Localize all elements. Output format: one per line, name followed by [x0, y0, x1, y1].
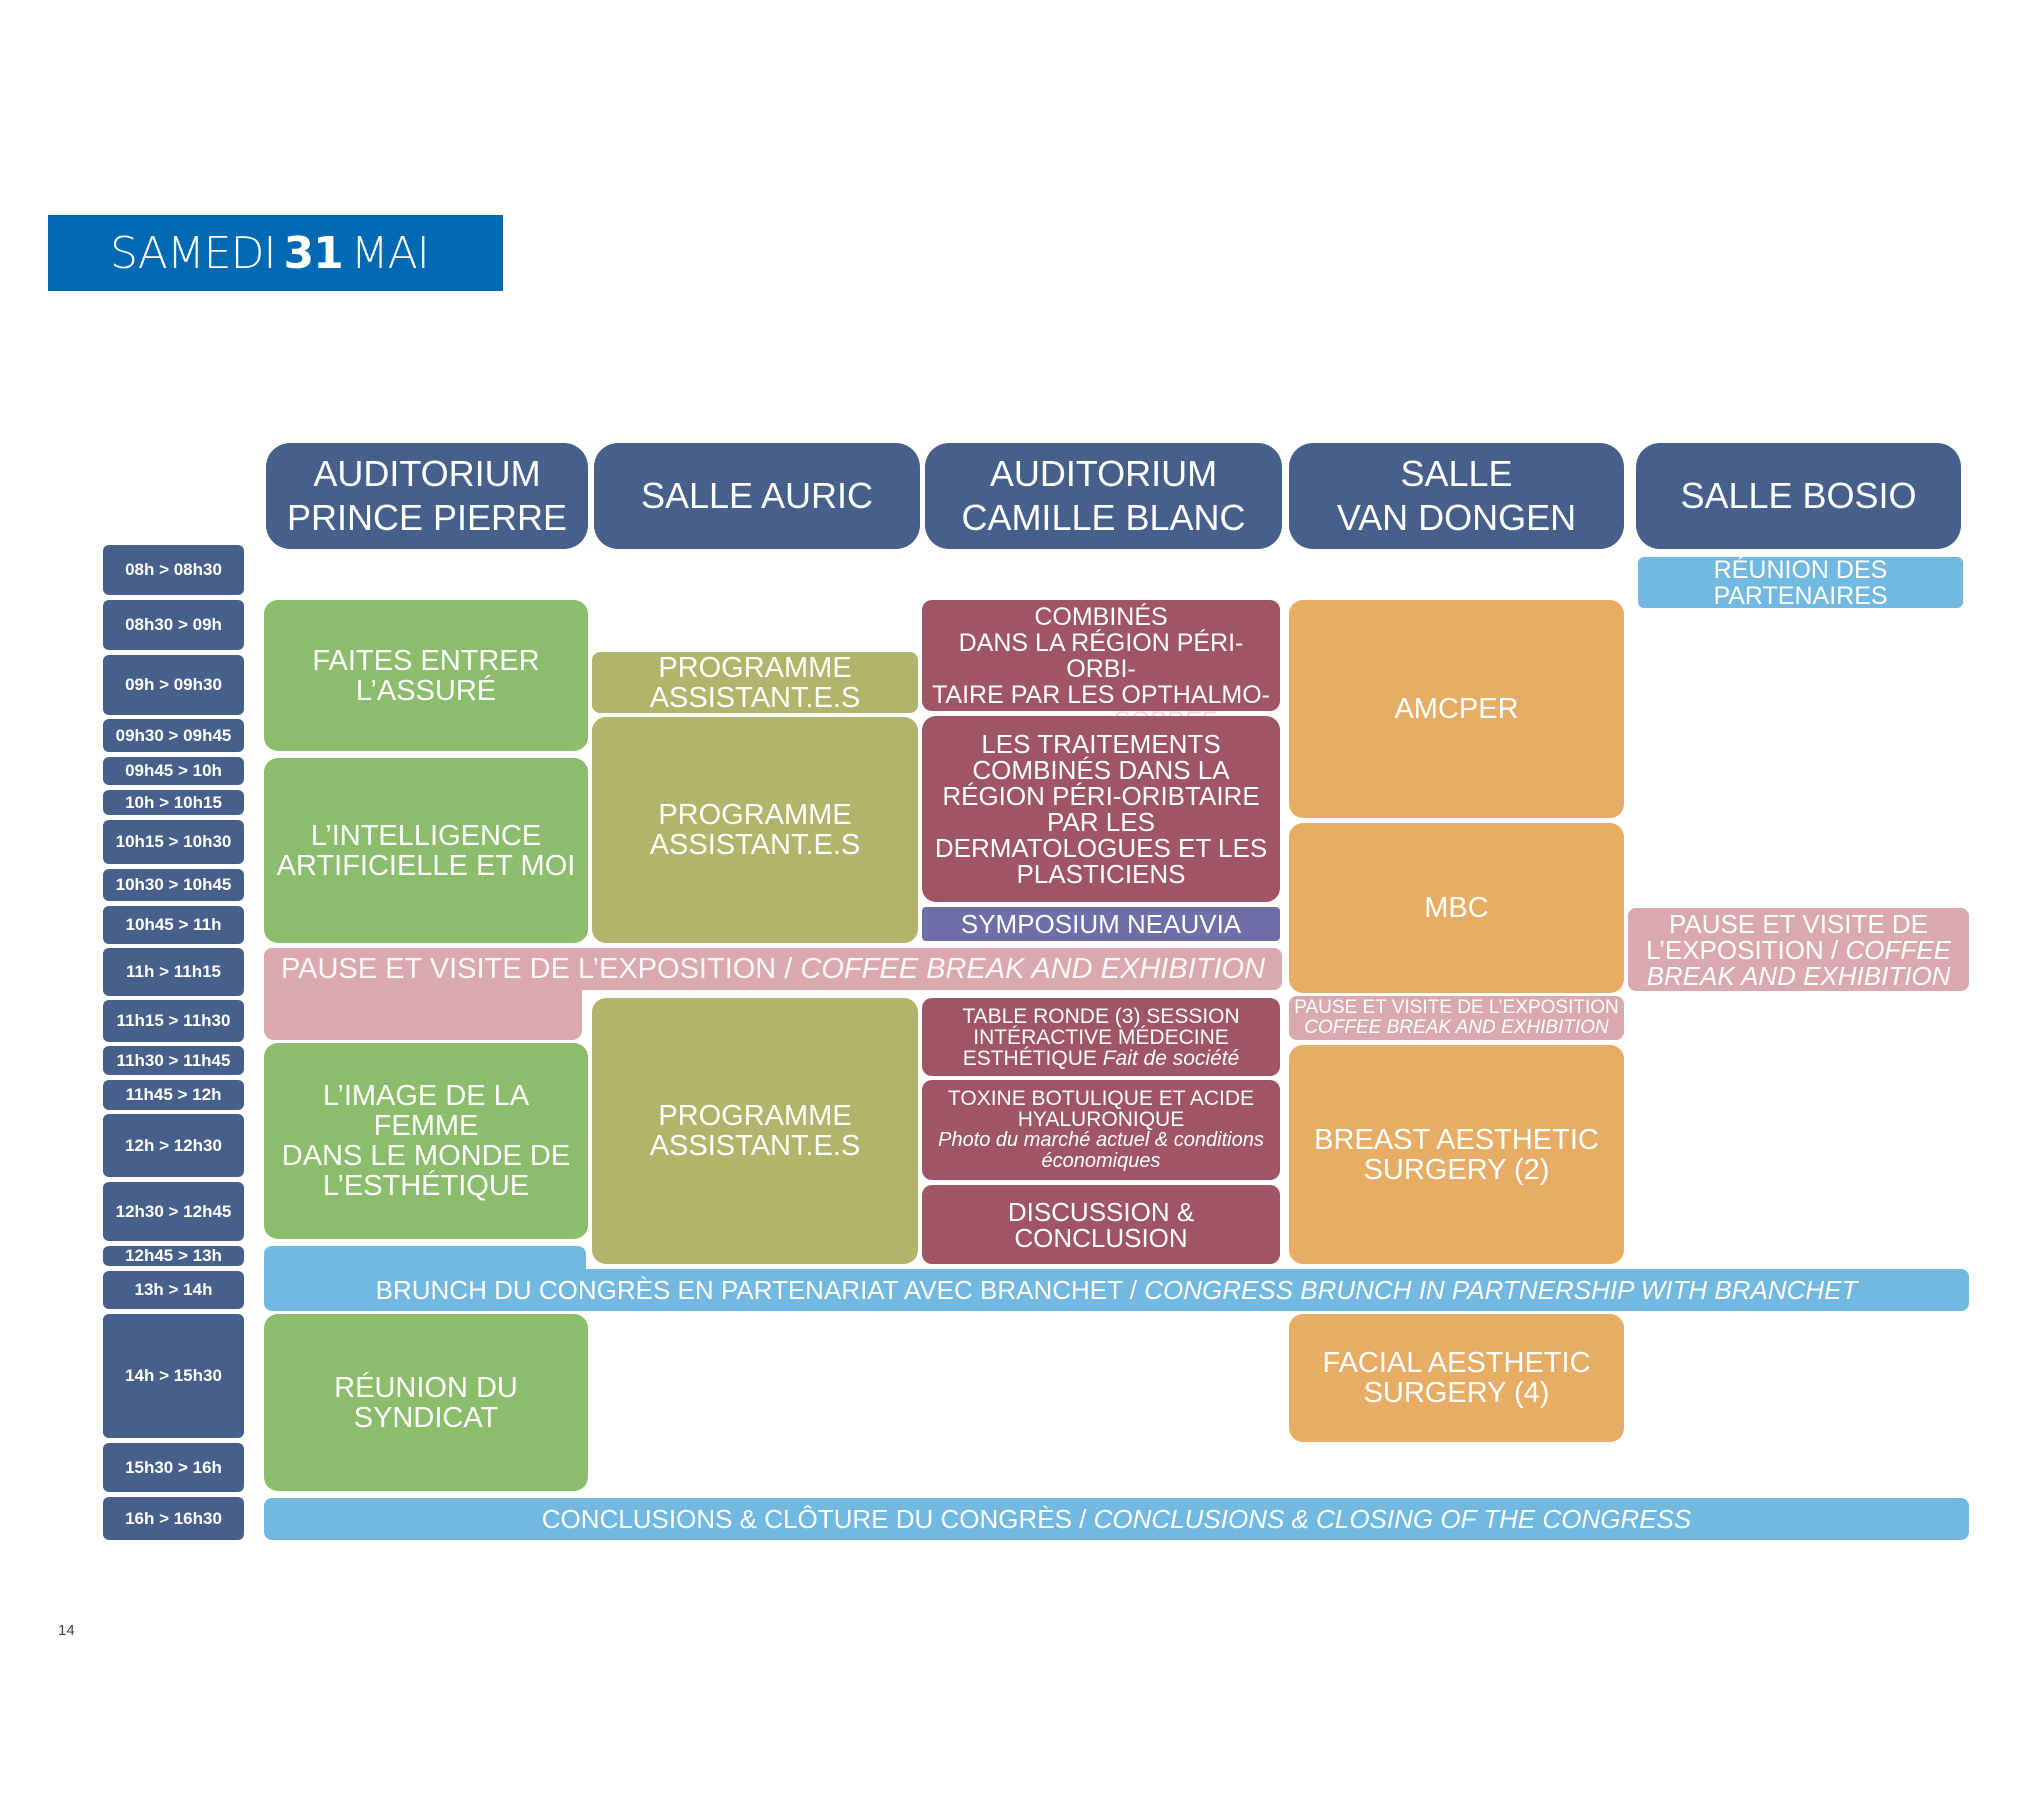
event-traitements-combines-sopref: LES TRAITEMENTS COMBINÉS DANS LA RÉGION … — [922, 578, 1280, 734]
time-slot: 11h45 > 12h — [103, 1080, 244, 1110]
event-discussion-conclusion: DISCUSSION &CONCLUSION — [922, 1185, 1280, 1264]
day-label: SAMEDI — [110, 227, 276, 279]
time-slot: 14h > 15h30 — [103, 1314, 244, 1438]
date-number: 31 — [283, 227, 343, 279]
time-slot: 11h > 11h15 — [103, 948, 244, 996]
time-slot: 10h45 > 11h — [103, 906, 244, 944]
event-conclusions-cloture: CONCLUSIONS & CLÔTURE DU CONGRÈS / CONCL… — [264, 1498, 1969, 1540]
time-slot: 10h30 > 10h45 — [103, 869, 244, 901]
time-slot: 12h45 > 13h — [103, 1246, 244, 1266]
day-title-banner: SAMEDI 31 MAI — [48, 215, 503, 291]
page-number: 14 — [58, 1622, 75, 1639]
month-label: MAI — [350, 227, 430, 279]
event-symposium-neauvia: SYMPOSIUM NEAUVIA — [922, 907, 1280, 941]
time-slot: 12h30 > 12h45 — [103, 1182, 244, 1241]
time-slot: 10h > 10h15 — [103, 790, 244, 815]
time-slot: 11h30 > 11h45 — [103, 1046, 244, 1075]
time-slot: 08h > 08h30 — [103, 545, 244, 595]
event-table-ronde: TABLE RONDE (3) SESSION INTÉRACTIVE MÉDE… — [922, 998, 1280, 1076]
event-pause-exposition: PAUSE ET VISITE DE L’EXPOSITION / COFFEE… — [264, 948, 1282, 990]
event-mbc: MBC — [1289, 823, 1624, 993]
time-slot: 09h30 > 09h45 — [103, 719, 244, 752]
time-slot: 11h15 > 11h30 — [103, 1000, 244, 1042]
event-amcper: AMCPER — [1289, 600, 1624, 818]
room-header-auric: SALLE AURIC — [594, 443, 920, 549]
event-pause-bosio: PAUSE ET VISITE DE L’EXPOSITION / COFFEE… — [1628, 908, 1969, 991]
time-slot: 15h30 > 16h — [103, 1443, 244, 1492]
time-slot: 12h > 12h30 — [103, 1114, 244, 1177]
time-slot: 09h45 > 10h — [103, 757, 244, 785]
event-toxine-botulique: TOXINE BOTULIQUE ET ACIDE HYALURONIQUE P… — [922, 1080, 1280, 1180]
time-slot: 16h > 16h30 — [103, 1497, 244, 1540]
time-slot: 08h30 > 09h — [103, 600, 244, 650]
time-slot: 09h > 09h30 — [103, 655, 244, 715]
time-slot: 10h15 > 10h30 — [103, 820, 244, 864]
room-header-bosio: SALLE BOSIO — [1636, 443, 1961, 549]
event-brunch-du-congres: BRUNCH DU CONGRÈS EN PARTENARIAT AVEC BR… — [264, 1269, 1969, 1311]
time-slot: 13h > 14h — [103, 1271, 244, 1309]
